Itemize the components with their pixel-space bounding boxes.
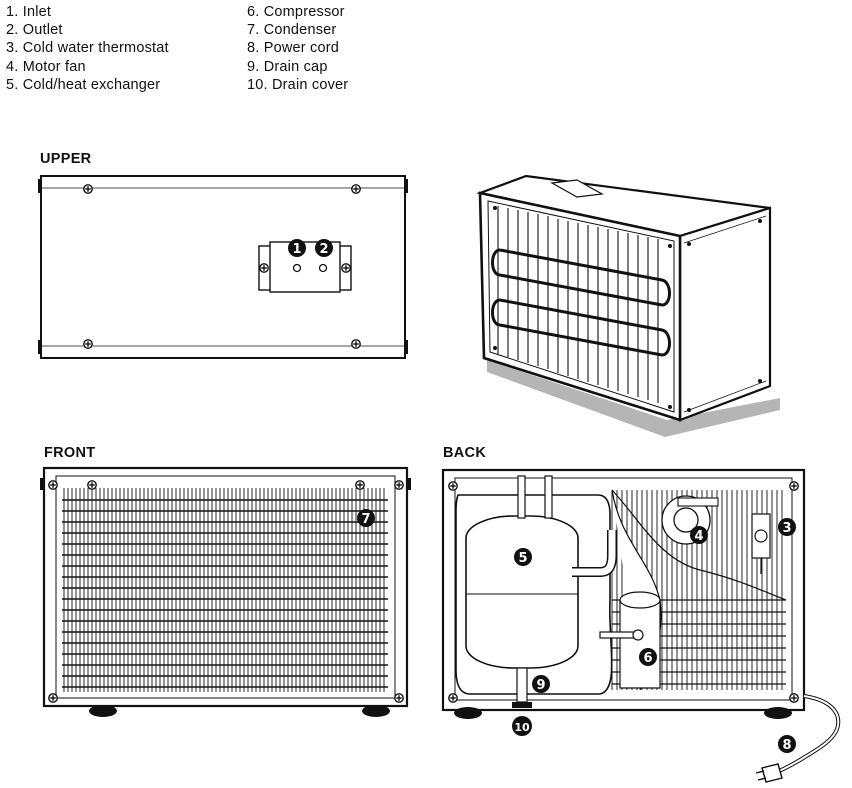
upper-view-label: UPPER xyxy=(40,151,92,167)
callout-5-label: 5 xyxy=(518,551,527,566)
callout-6: 6 xyxy=(639,648,657,666)
legend-item-drain-cap: 9. Drain cap xyxy=(247,58,328,75)
callout-5: 5 xyxy=(514,548,532,566)
legend-item-compressor: 6. Compressor xyxy=(247,4,345,20)
callout-8-label: 8 xyxy=(782,738,791,753)
parts-legend-left: 1. Inlet 2. Outlet 3. Cold water thermos… xyxy=(6,3,169,94)
parts-legend-right: 6. Compressor 7. Condenser 8. Power cord… xyxy=(247,3,348,94)
callout-10-label: 10 xyxy=(514,721,530,734)
legend-item-motor-fan: 4. Motor fan xyxy=(6,58,86,75)
callout-9-label: 9 xyxy=(536,678,545,693)
back-view-label: BACK xyxy=(443,445,487,461)
callout-9: 9 xyxy=(532,675,550,693)
callout-8: 8 xyxy=(778,735,796,753)
callout-10: 10 xyxy=(512,716,532,736)
legend-item-power-cord: 8. Power cord xyxy=(247,40,340,57)
callout-7: 7 xyxy=(357,509,375,527)
callout-3: 3 xyxy=(778,518,796,536)
perspective-view xyxy=(476,174,780,437)
callout-4-label: 4 xyxy=(694,529,703,544)
legend-item-thermostat: 3. Cold water thermostat xyxy=(6,40,169,57)
legend-item-outlet: 2. Outlet xyxy=(6,22,63,39)
back-view xyxy=(441,468,841,783)
callout-4: 4 xyxy=(690,526,708,544)
callout-2-label: 2 xyxy=(319,242,328,257)
callout-2: 2 xyxy=(315,239,333,257)
front-view-label: FRONT xyxy=(44,445,96,461)
callout-7-label: 7 xyxy=(361,512,370,527)
callout-1-label: 1 xyxy=(292,242,301,257)
legend-item-condenser: 7. Condenser xyxy=(247,22,337,39)
front-view xyxy=(40,466,411,717)
legend-item-exchanger: 5. Cold/heat exchanger xyxy=(6,76,161,93)
legend-item-drain-cover: 10. Drain cover xyxy=(247,76,349,93)
upper-view xyxy=(38,175,408,359)
callout-6-label: 6 xyxy=(643,651,652,666)
legend-item-inlet: 1. Inlet xyxy=(6,4,52,20)
callout-1: 1 xyxy=(288,239,306,257)
callout-3-label: 3 xyxy=(782,521,791,536)
